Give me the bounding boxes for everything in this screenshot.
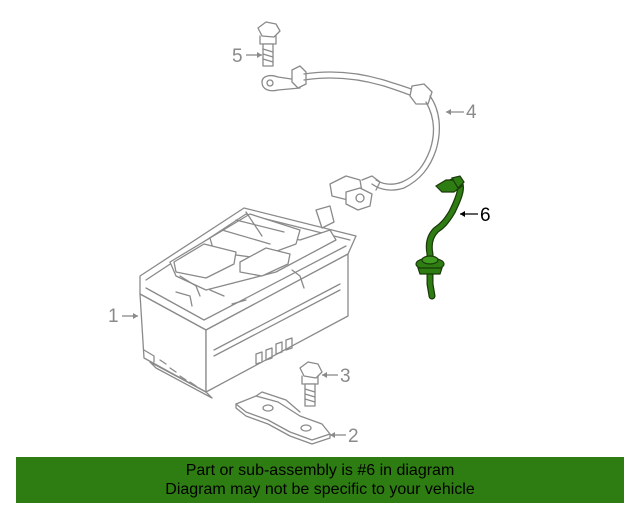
bolt-part-3[interactable] bbox=[299, 361, 323, 407]
banner-line-part-info: Part or sub-assembly is #6 in diagram bbox=[185, 462, 455, 479]
callout-5: 5 bbox=[232, 46, 262, 67]
callout-label-5: 5 bbox=[232, 46, 243, 67]
callout-label-2: 2 bbox=[348, 426, 359, 447]
battery-cable-part-4[interactable] bbox=[261, 65, 441, 211]
callout-label-1: 1 bbox=[108, 306, 119, 327]
banner-line-disclaimer: Diagram may not be specific to your vehi… bbox=[165, 481, 475, 498]
callout-6: 6 bbox=[460, 205, 491, 226]
callout-4: 4 bbox=[446, 102, 477, 123]
callout-1: 1 bbox=[108, 306, 138, 327]
callout-label-4: 4 bbox=[466, 102, 477, 123]
bracket-part-2[interactable] bbox=[235, 391, 331, 445]
callout-2: 2 bbox=[330, 426, 359, 447]
parts-diagram: 1 2 3 4 5 6 bbox=[108, 21, 491, 447]
callout-label-3: 3 bbox=[340, 366, 351, 387]
ground-cable-part-6[interactable] bbox=[415, 175, 465, 300]
info-banner: Part or sub-assembly is #6 in diagram Di… bbox=[16, 457, 624, 503]
callout-3: 3 bbox=[322, 366, 351, 387]
battery-part-1[interactable] bbox=[139, 205, 357, 399]
bolt-part-5[interactable] bbox=[257, 21, 281, 67]
callout-label-6: 6 bbox=[480, 205, 491, 226]
